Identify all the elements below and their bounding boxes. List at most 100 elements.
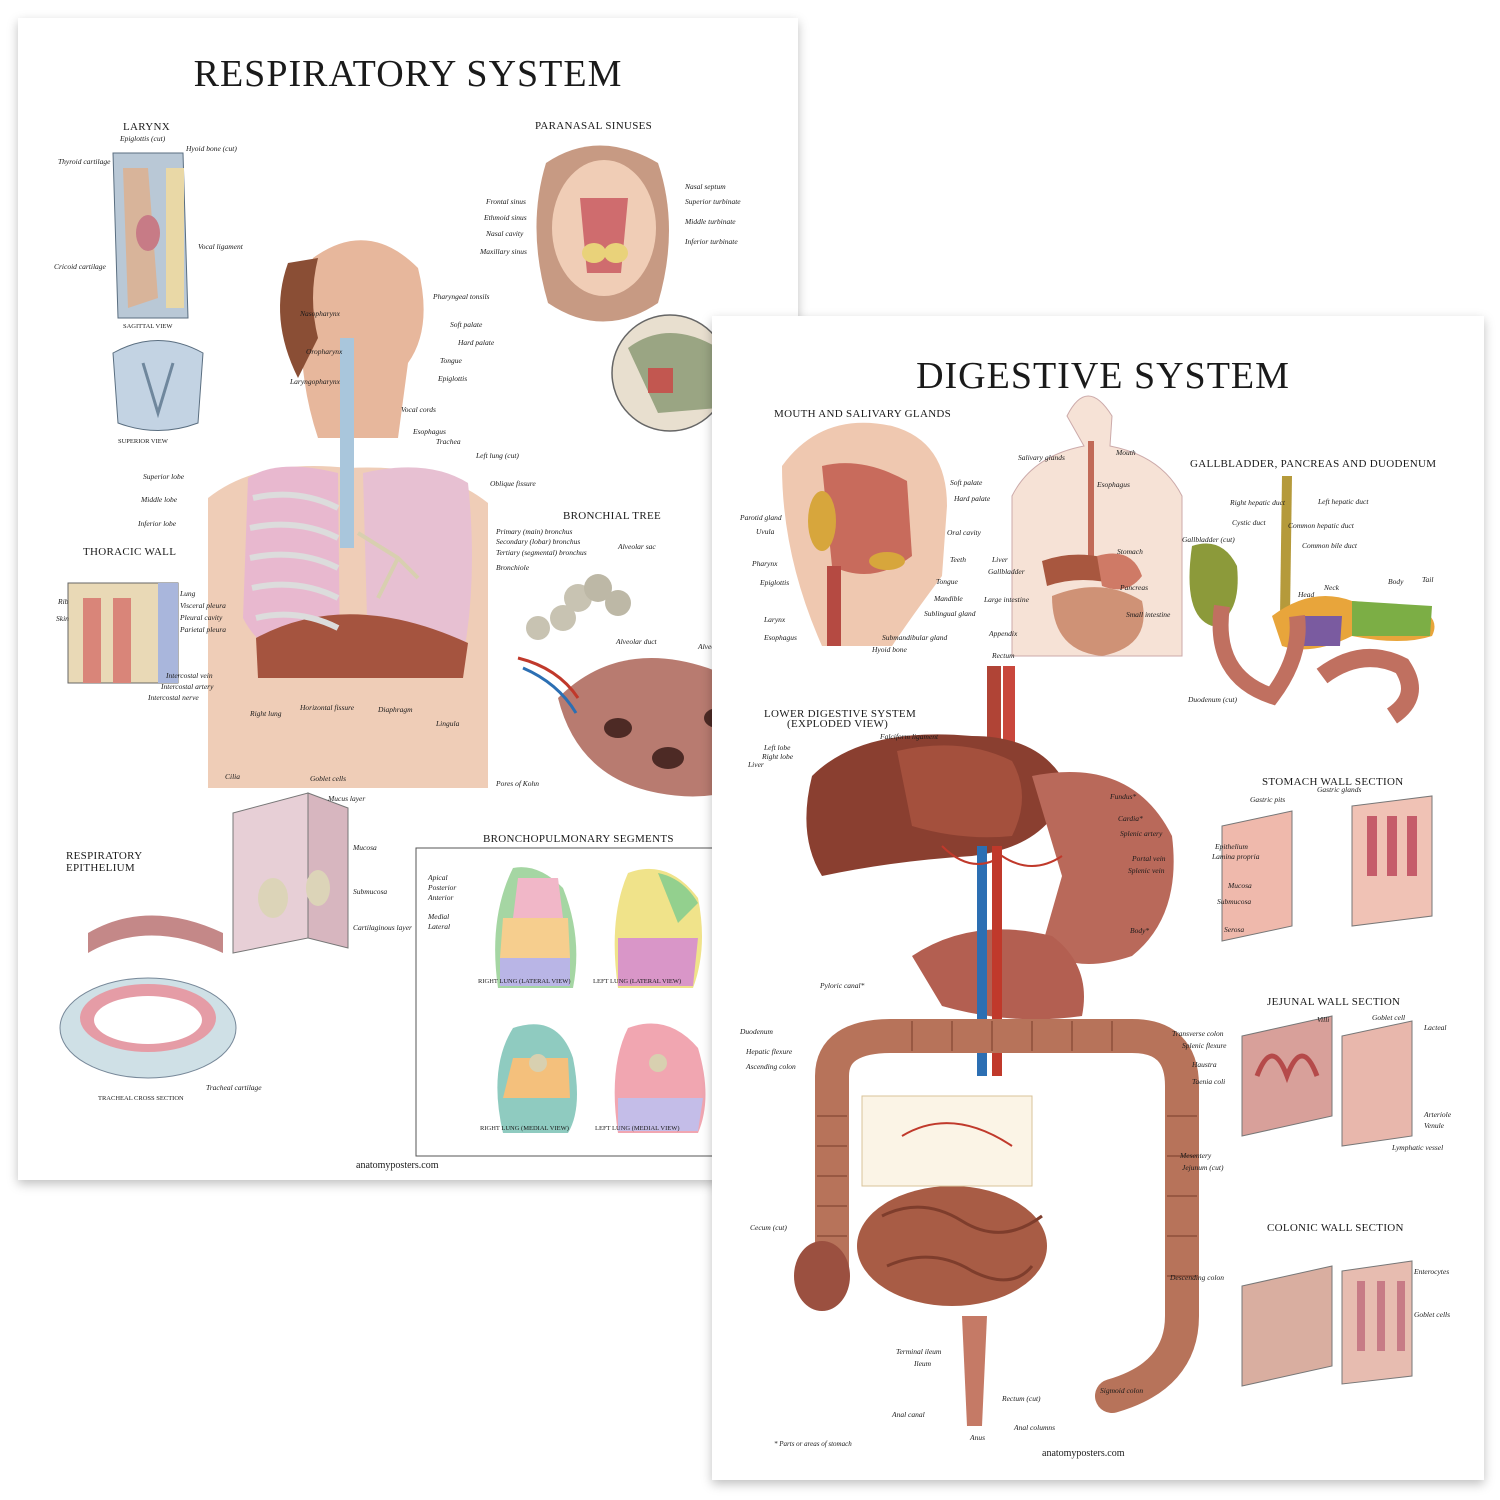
label: Ascending colon <box>746 1062 796 1071</box>
label: Duodenum <box>740 1027 773 1036</box>
label: Portal vein <box>1132 854 1166 863</box>
label: Epiglottis (cut) <box>120 134 166 143</box>
label: Diaphragm <box>378 705 413 714</box>
label: Posterior <box>428 883 457 892</box>
label: Small intestine <box>1126 610 1171 619</box>
section-exploded: (EXPLODED VIEW) <box>787 718 889 730</box>
label: Tail <box>1422 575 1434 584</box>
label: Epithelium <box>1215 842 1248 851</box>
bronchopulmonary-box <box>415 847 798 1157</box>
label: Pharynx <box>752 559 778 568</box>
section-lower: LOWER DIGESTIVE SYSTEM <box>764 708 917 720</box>
label: Splenic flexure <box>1182 1041 1227 1050</box>
label: Cilia <box>225 772 241 781</box>
label: Haustra <box>1192 1060 1217 1069</box>
gallbladder-pancreas-illustration <box>1189 476 1435 724</box>
label: Oblique fissure <box>490 479 536 488</box>
label: Lamina propria <box>1212 852 1260 861</box>
label: Submucosa <box>1217 897 1252 906</box>
label: Inferior turbinate <box>685 237 738 246</box>
label: Venule <box>1424 1121 1444 1130</box>
section-mouth: MOUTH AND SALIVARY GLANDS <box>774 408 952 420</box>
label: Right lung <box>250 709 282 718</box>
label: Rib <box>58 597 69 606</box>
label: Apical <box>428 873 448 882</box>
label: Frontal sinus <box>486 197 526 206</box>
label: Trachea <box>436 437 461 446</box>
label: Duodenum (cut) <box>1188 695 1237 704</box>
section-bronchial-tree: BRONCHIAL TREE <box>563 510 662 522</box>
label: Mouth <box>1116 448 1136 457</box>
digestive-body-silhouette <box>1011 395 1183 657</box>
tracheal-cross-section-illustration <box>59 915 237 1079</box>
label: Intercostal vein <box>166 671 213 680</box>
respiratory-illustrations <box>59 145 798 1157</box>
label: Falciform ligament <box>880 732 939 741</box>
label: Esophagus <box>764 633 797 642</box>
label: Anal canal <box>892 1410 925 1419</box>
label: Visceral pleura <box>180 601 226 610</box>
label: Maxillary sinus <box>480 247 527 256</box>
label: Head <box>1298 590 1315 599</box>
digestive-footnote: * Parts or areas of stomach <box>774 1440 852 1448</box>
label: Esophagus <box>413 427 446 436</box>
digestive-title: DIGESTIVE SYSTEM <box>916 355 1290 397</box>
label-right-lateral: RIGHT LUNG (LATERAL VIEW) <box>478 978 571 985</box>
label: Lung <box>180 589 196 598</box>
label: Neck <box>1324 583 1339 592</box>
label: Arteriole <box>1424 1110 1452 1119</box>
label: Common bile duct <box>1302 541 1357 550</box>
label: Gallbladder (cut) <box>1182 535 1235 544</box>
colonic-wall-illustration <box>1241 1260 1413 1387</box>
label: Tongue <box>440 356 462 365</box>
label: Epiglottis <box>760 578 790 587</box>
respiratory-footer: anatomyposters.com <box>356 1160 439 1171</box>
label: Alveolar duct <box>616 637 657 646</box>
label: Nasopharynx <box>300 309 340 318</box>
label: Pancreas <box>1120 583 1149 592</box>
label: Intercostal artery <box>161 682 214 691</box>
label: Left lung (cut) <box>476 451 519 460</box>
section-colonic-wall: COLONIC WALL SECTION <box>1267 1222 1404 1234</box>
label: Right lobe <box>762 752 794 761</box>
label: Lymphatic vessel <box>1392 1143 1444 1152</box>
label: Cystic duct <box>1232 518 1266 527</box>
label: Hepatic flexure <box>746 1047 793 1056</box>
label: Esophagus <box>1097 480 1130 489</box>
section-jejunal-wall: JEJUNAL WALL SECTION <box>1267 996 1401 1008</box>
label: Sublingual gland <box>924 609 976 618</box>
label: Ethmoid sinus <box>484 213 527 222</box>
larynx-sagittal-illustration <box>112 152 189 319</box>
label: Pyloric canal* <box>820 981 865 990</box>
section-stomach-wall: STOMACH WALL SECTION <box>1262 776 1404 788</box>
label: Lingula <box>436 719 460 728</box>
label: Anal columns <box>1014 1423 1056 1432</box>
label: Bronchiole <box>496 563 530 572</box>
label: Submucosa <box>353 887 388 896</box>
label: Submandibular gland <box>882 633 948 642</box>
label: Body* <box>1130 926 1150 935</box>
label: Mucus layer <box>328 794 366 803</box>
section-thoracic-wall: THORACIC WALL <box>83 546 177 558</box>
label-sagittal-view: SAGITTAL VIEW <box>123 323 173 330</box>
label: Alveoli <box>698 642 720 651</box>
digestive-illustrations <box>782 395 1435 1426</box>
label: Goblet cells <box>310 774 347 783</box>
label: Hard palate <box>954 494 991 503</box>
label: Right hepatic duct <box>1230 498 1285 507</box>
label: Vocal cords <box>401 405 436 414</box>
digestive-poster: DIGESTIVE SYSTEM MOUTH AND SALIVARY GLAN… <box>712 316 1484 1480</box>
large-intestine-illustration <box>815 1019 1199 1413</box>
label: Lateral <box>428 922 451 931</box>
section-bronchopulmonary: BRONCHOPULMONARY SEGMENTS <box>483 833 674 845</box>
label: Skin <box>56 614 69 623</box>
label: Uvula <box>756 527 775 536</box>
label: Middle turbinate <box>685 217 736 226</box>
label: Cartilaginous layer <box>353 923 412 932</box>
label: Hard palate <box>458 338 495 347</box>
label: Cecum (cut) <box>750 1223 787 1232</box>
label: Tracheal cartilage <box>206 1083 262 1092</box>
label: Goblet cell <box>1372 1013 1406 1022</box>
label: Lacteal <box>1424 1023 1447 1032</box>
small-intestine-illustration <box>857 1095 1047 1306</box>
